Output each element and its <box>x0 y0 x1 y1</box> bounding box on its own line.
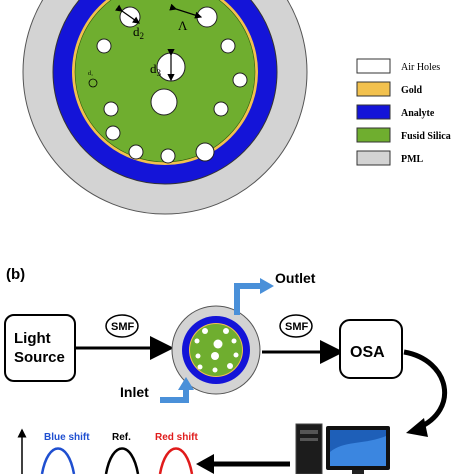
red-shift-label: Red shift <box>155 432 198 443</box>
d3-label: d3 <box>150 61 162 78</box>
svg-text:Source: Source <box>14 349 65 366</box>
ref-spectrum-curve <box>104 447 140 474</box>
air-hole <box>105 125 121 141</box>
red-spectrum-curve <box>158 447 194 474</box>
legend: Air Holes Gold Analyte Fusid Silica PML <box>356 58 451 166</box>
d1-marker <box>88 78 98 88</box>
d2-label: d2 <box>133 24 144 41</box>
light-source-box: Light Source <box>4 314 76 382</box>
outlet-label: Outlet <box>275 270 316 286</box>
legend-item-fusid-silica: Fusid Silica <box>356 127 451 143</box>
blue-shift-label: Blue shift <box>44 432 90 443</box>
arrow-osa-to-computer <box>403 349 448 431</box>
legend-item-analyte: Analyte <box>356 104 435 120</box>
svg-text:OSA: OSA <box>350 344 385 361</box>
legend-item-air-holes: Air Holes <box>356 58 440 74</box>
svg-text:Analyte: Analyte <box>401 108 435 119</box>
outlet-arrowhead <box>260 278 274 294</box>
d2-arrow <box>115 4 140 24</box>
air-hole <box>160 148 176 164</box>
air-hole <box>213 101 229 117</box>
computer-icon <box>295 423 390 474</box>
arrow-osa-to-computer-head <box>406 418 428 437</box>
inlet-arrowhead <box>178 377 194 390</box>
air-hole <box>103 101 119 117</box>
panel-b-label: (b) <box>6 266 25 283</box>
arrow-computer-to-spectra-head <box>196 454 214 474</box>
blue-spectrum-curve <box>40 447 76 474</box>
d1-label: d₁ <box>88 71 93 77</box>
ref-label: Ref. <box>112 432 131 443</box>
air-hole <box>150 88 178 116</box>
outlet-arrow <box>234 283 262 315</box>
air-hole <box>220 38 236 54</box>
svg-text:Air Holes: Air Holes <box>401 62 440 73</box>
pitch-label: Λ <box>178 18 188 33</box>
air-hole <box>96 38 112 54</box>
svg-text:SMF: SMF <box>285 321 309 333</box>
air-hole <box>128 144 144 160</box>
inlet-label: Inlet <box>120 384 149 400</box>
svg-text:Fusid Silica: Fusid Silica <box>401 131 451 142</box>
svg-text:SMF: SMF <box>111 321 135 333</box>
air-hole <box>195 142 215 162</box>
sensor-fiber <box>171 305 261 395</box>
inlet-arrow <box>160 388 189 403</box>
pitch-arrow <box>169 3 203 19</box>
svg-text:Light: Light <box>14 330 51 347</box>
legend-item-pml: PML <box>356 150 424 166</box>
smf-right-label: SMF <box>279 314 313 338</box>
fiber-cross-section: d2 Λ d3 d₁ <box>22 0 308 215</box>
smf-left-label: SMF <box>105 314 139 338</box>
legend-item-gold: Gold <box>356 81 423 97</box>
svg-text:PML: PML <box>401 154 424 165</box>
osa-box: OSA <box>339 319 403 379</box>
air-hole <box>232 72 248 88</box>
spectra-panel: Blue shift Ref. Red shift <box>17 428 198 474</box>
svg-text:Gold: Gold <box>401 85 423 96</box>
